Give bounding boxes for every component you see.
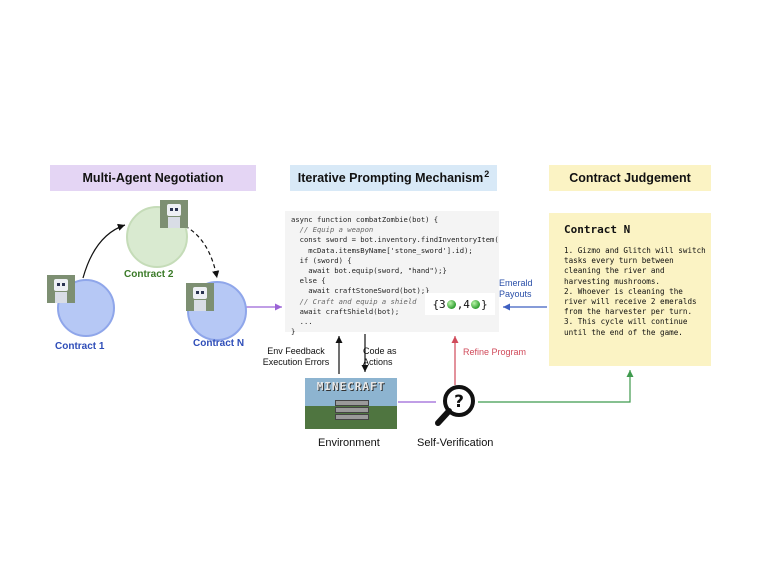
header-ipm-text: Iterative Prompting Mechanism xyxy=(297,171,484,185)
env-feedback-label: Env Feedback Execution Errors xyxy=(262,346,330,367)
payout-mid: ,4 xyxy=(456,297,470,311)
arrow-contract2-to-contractN xyxy=(184,225,220,279)
robot-agent-icon xyxy=(186,283,214,311)
code-line: const sword = bot.inventory.findInventor… xyxy=(291,235,499,245)
code-line: await bot.equip(sword, "hand");} xyxy=(291,266,447,276)
code-line: await craftShield(bot); xyxy=(291,306,400,316)
header-ipm-superscript: 2 xyxy=(484,169,490,179)
header-negotiation-text: Multi-Agent Negotiation xyxy=(82,171,224,185)
minecraft-screenshot: MINECRAFT xyxy=(305,378,397,429)
environment-caption: Environment xyxy=(318,437,380,449)
code-line: // Equip a weapon xyxy=(291,225,374,235)
arrow-verification-to-judgement xyxy=(478,370,634,403)
code-line: mcData.itemsByName['stone_sword'].id); xyxy=(291,245,473,255)
robot-agent-icon xyxy=(47,275,75,303)
minecraft-logo: MINECRAFT xyxy=(316,380,386,393)
contract-judgement-panel: Contract N 1. Gizmo and Glitch will swit… xyxy=(549,213,711,366)
code-as-actions-label: Code as Actions xyxy=(363,346,397,367)
emerald-payouts-label: Emerald Payouts xyxy=(499,278,533,299)
svg-text:?: ? xyxy=(454,392,464,412)
emerald-icon xyxy=(470,299,480,309)
code-line: ... xyxy=(291,317,313,327)
code-line: } xyxy=(291,327,296,337)
arrow-contract1-to-contract2 xyxy=(82,223,126,279)
contract-1-label: Contract 1 xyxy=(55,341,105,352)
magnifier-question-icon: ? xyxy=(435,385,475,426)
code-line: await craftStoneSword(bot);} xyxy=(291,286,430,296)
payout-open: {3 xyxy=(432,297,446,311)
emerald-payout-tuple: {3 ,4 } xyxy=(425,293,495,315)
code-line: // Craft and equip a shield xyxy=(291,296,417,306)
judgement-title: Contract N xyxy=(564,223,631,236)
emerald-icon xyxy=(446,299,456,309)
contract-2-label: Contract 2 xyxy=(124,269,174,280)
header-multi-agent-negotiation: Multi-Agent Negotiation xyxy=(50,165,256,191)
robot-agent-icon xyxy=(160,200,188,228)
payout-close: } xyxy=(480,297,488,311)
header-judgement-text: Contract Judgement xyxy=(569,171,691,185)
code-line: else { xyxy=(291,276,326,286)
refine-program-label: Refine Program xyxy=(463,347,527,357)
contract-n-label: Contract N xyxy=(193,338,245,349)
code-line: async function combatZombie(bot) { xyxy=(291,215,439,224)
code-line: if (sword) { xyxy=(291,255,352,265)
header-contract-judgement: Contract Judgement xyxy=(549,165,711,191)
judgement-text: 1. Gizmo and Glitch will switch tasks ev… xyxy=(564,246,706,337)
self-verification-caption: Self-Verification xyxy=(417,437,494,449)
